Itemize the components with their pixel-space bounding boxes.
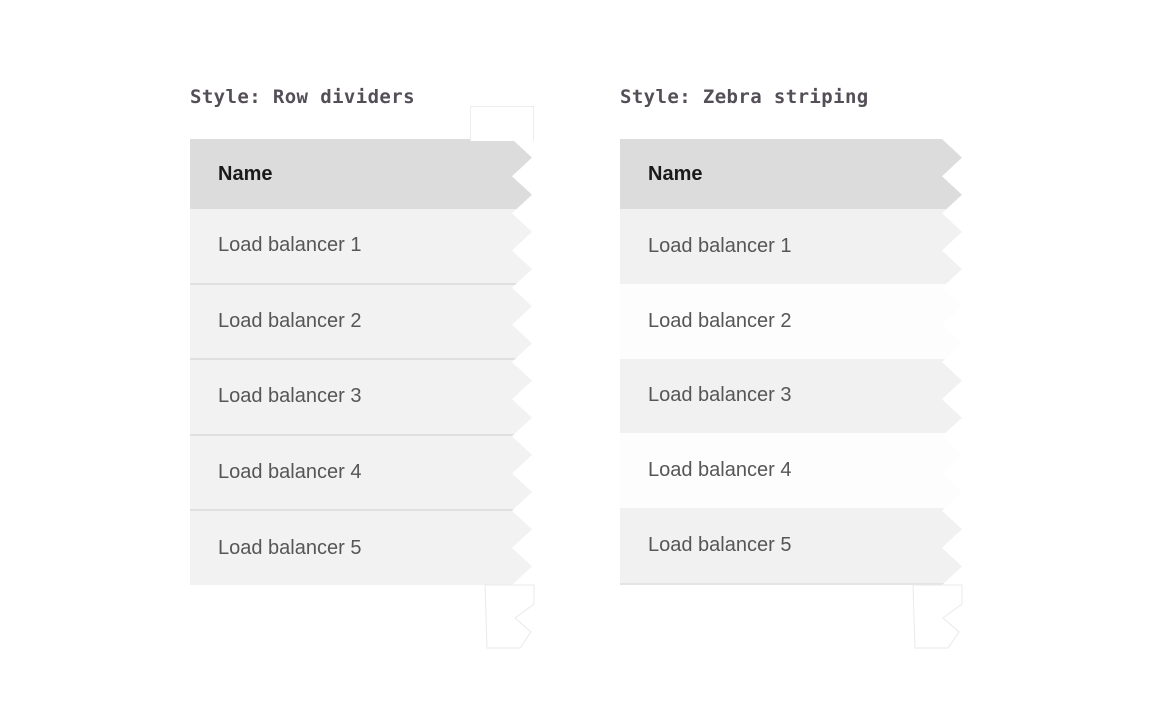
- table-row: Load balancer 1: [190, 209, 532, 283]
- torn-edge-top-accent: [470, 106, 534, 141]
- torn-edge-bottom-accent: [484, 584, 535, 649]
- table-header-cell: Name: [620, 139, 962, 209]
- table-row: Load balancer 4: [620, 433, 962, 509]
- table-row: Load balancer 2: [190, 282, 532, 359]
- table-row: Load balancer 5: [190, 509, 532, 585]
- data-table-zebra-striping: Name Load balancer 1 Load balancer 2 Loa…: [620, 139, 962, 585]
- table-row: Load balancer 5: [620, 508, 962, 583]
- table-row: Load balancer 3: [620, 358, 962, 434]
- table-header-cell: Name: [190, 139, 532, 209]
- table-row: Load balancer 1: [620, 209, 962, 284]
- table-row: Load balancer 3: [190, 358, 532, 434]
- table-row: Load balancer 2: [620, 283, 962, 359]
- example-title-zebra-striping: Style: Zebra striping: [620, 86, 869, 108]
- example-title-row-dividers: Style: Row dividers: [190, 86, 415, 108]
- data-table-row-dividers: Name Load balancer 1 Load balancer 2 Loa…: [190, 139, 532, 585]
- table-row: Load balancer 4: [190, 433, 532, 510]
- torn-edge-bottom-accent: [912, 584, 963, 649]
